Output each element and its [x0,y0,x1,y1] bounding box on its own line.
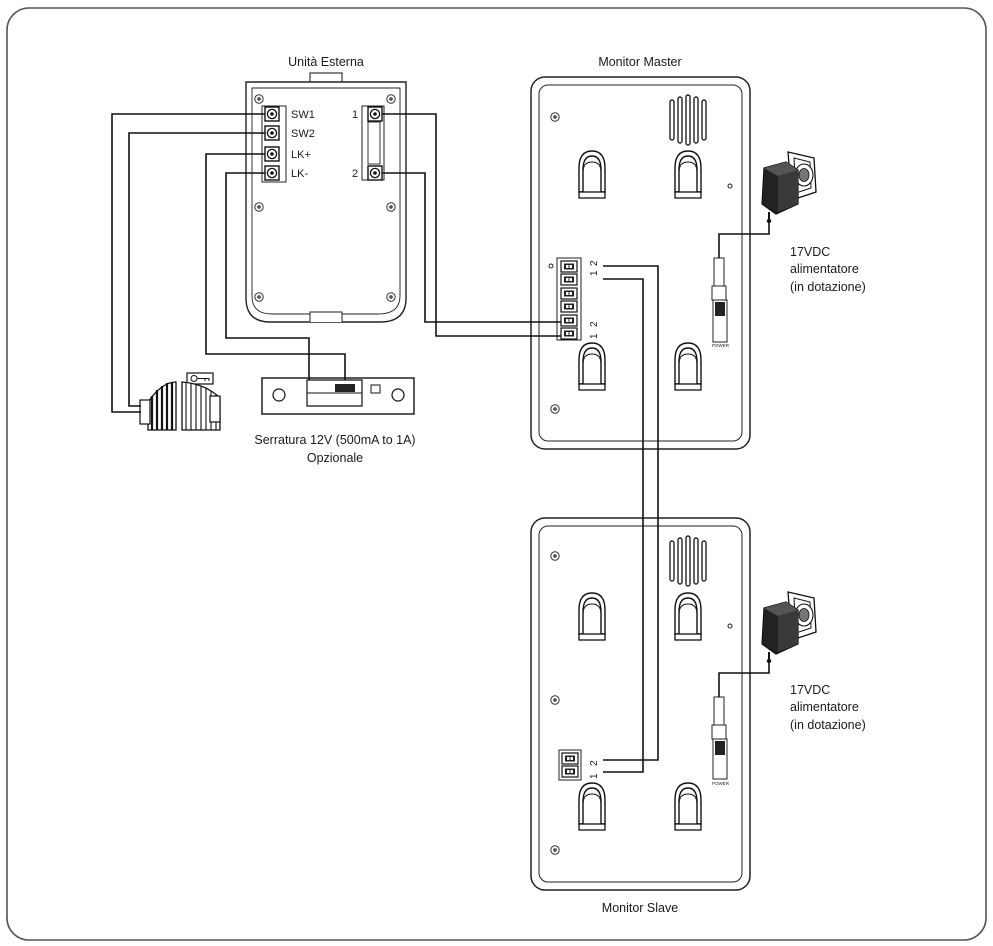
outer-frame [6,7,987,941]
outdoor-unit: Unità Esterna SW1 SW2 LK+ LK- 1 2 [245,55,407,323]
terminal-lk-plus [264,146,280,162]
key-icon [190,375,198,382]
terminal-label-lk-plus: LK+ [291,149,311,161]
terminal-2 [367,165,383,181]
wiring [111,113,770,773]
master-power-label: POWER [712,343,730,348]
monitor-slave: 1 2 POWER Monitor Slave [530,517,751,915]
slave-psu-line2: alimentatore [790,700,859,714]
outdoor-unit-title: Unità Esterna [288,55,364,69]
terminal-label-sw1: SW1 [291,109,315,121]
lock-label-line2: Opzionale [307,451,363,465]
terminal-sw1 [264,106,280,122]
slave-psu-line1: 17VDC [790,683,830,697]
terminal-sw2 [264,125,280,141]
slave-power-label: POWER [712,781,730,786]
master-psu-line3: (in dotazione) [790,280,866,294]
gate-motor [139,372,221,431]
monitor-slave-title: Monitor Slave [602,901,678,915]
terminal-lk-minus [264,165,280,181]
master-psu-line1: 17VDC [790,245,830,259]
monitor-master-title: Monitor Master [598,55,681,69]
electric-lock: Serratura 12V (500mA to 1A) Opzionale [254,377,416,465]
terminal-1 [367,106,383,122]
master-conn-top-label-2: 2 [589,260,600,266]
slave-conn-label-2: 2 [589,760,600,766]
master-conn-bottom-label-1: 1 [589,333,600,339]
lock-label-line1: Serratura 12V (500mA to 1A) [254,433,415,447]
power-adapter-master: 17VDC alimentatore (in dotazione) [761,151,866,294]
master-psu-line2: alimentatore [790,262,859,276]
slave-psu-line3: (in dotazione) [790,718,866,732]
slave-conn-label-1: 1 [589,773,600,779]
master-conn-top-label-1: 1 [589,270,600,276]
power-adapter-slave: 17VDC alimentatore (in dotazione) [761,591,866,732]
terminal-label-lk-minus: LK- [291,168,308,180]
terminal-label-2: 2 [352,168,358,180]
terminal-label-sw2: SW2 [291,128,315,140]
monitor-master: Monitor Master 1 2 1 2 [530,55,751,450]
terminal-label-1: 1 [352,109,358,121]
master-conn-bottom-label-2: 2 [589,321,600,327]
